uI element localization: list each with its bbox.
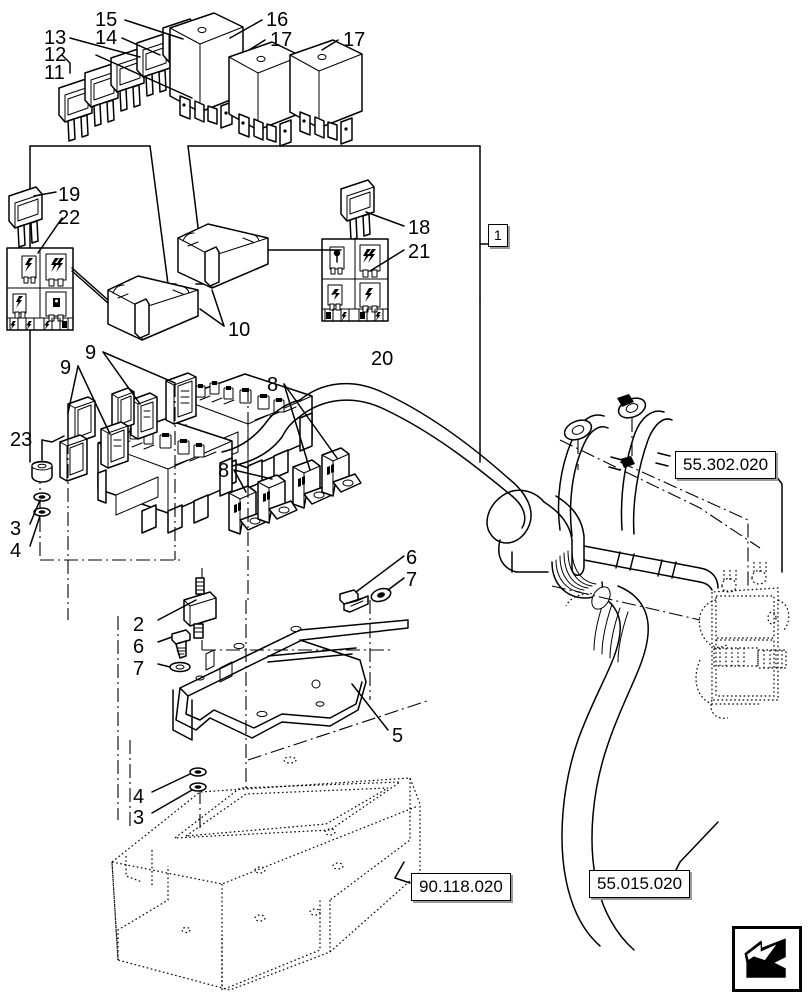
leader-lines-hardware-bottom	[151, 773, 193, 814]
leader-lines-8	[233, 383, 338, 493]
reference-box-90-118-020[interactable]: 90.118.020	[411, 873, 511, 901]
leader-lines-covers	[71, 249, 342, 327]
callout-5: 5	[392, 725, 404, 747]
pressure-switch-2	[183, 577, 217, 639]
callout-3-b: 3	[133, 807, 145, 829]
callout-23: 23	[10, 429, 33, 451]
connector-9-group	[59, 372, 197, 482]
callout-18: 18	[408, 217, 431, 239]
leader-lines-top	[61, 19, 339, 99]
reference-box-55-015-020[interactable]: 55.015.020	[589, 870, 691, 898]
fuse-panel-21	[321, 238, 389, 322]
callout-22: 22	[58, 207, 81, 229]
mounting-bracket-5	[172, 619, 409, 741]
callout-4-a: 4	[10, 540, 22, 562]
bolt-6-right	[339, 589, 369, 613]
fuse-18	[340, 179, 375, 241]
grommet-23	[31, 460, 53, 483]
callout-15: 15	[95, 9, 118, 31]
leader-lines-switch	[157, 599, 197, 668]
clamp-8-d	[321, 447, 362, 497]
callout-7-a: 7	[133, 658, 145, 680]
support-frame-90118020	[111, 756, 421, 991]
callout-8-b: 8	[218, 460, 230, 482]
callout-11: 11	[44, 62, 65, 84]
clamp-8-b	[257, 474, 298, 524]
callout-6-a: 6	[133, 636, 145, 658]
blade-fuse-11	[58, 78, 93, 142]
leader-lines-bolt-right	[355, 555, 405, 593]
relay-16	[169, 12, 244, 129]
callout-14: 14	[95, 27, 118, 49]
callout-3-a: 3	[10, 518, 22, 540]
callout-12: 12	[44, 44, 67, 66]
connector-9-f	[59, 434, 88, 482]
callout-2: 2	[133, 614, 145, 636]
clamp-8-group	[228, 447, 362, 535]
reference-box-55-302-020[interactable]: 55.302.020	[675, 451, 777, 479]
blade-fuse-12	[84, 63, 119, 127]
callout-4-b: 4	[133, 786, 145, 808]
fuse-panel-22	[6, 247, 74, 331]
relay-box-cover-lower	[107, 275, 199, 341]
connector-9-e	[67, 396, 96, 444]
fuse-19	[8, 186, 43, 248]
leader-lines-right-panel	[365, 211, 405, 272]
hydraulic-valve-assembly	[695, 560, 790, 719]
connector-9-a	[165, 372, 197, 425]
relay-17-a	[228, 41, 302, 147]
callout-6-b: 6	[406, 547, 418, 569]
callout-13: 13	[44, 27, 67, 49]
callout-9-b: 9	[60, 357, 72, 379]
callout-16: 16	[266, 9, 289, 31]
wiring-harness-20	[221, 382, 719, 951]
bolt-6-left	[171, 629, 191, 659]
callout-7-b: 7	[406, 569, 418, 591]
leader-lines-bracket	[351, 683, 389, 731]
connector-9-b	[130, 392, 158, 440]
leader-lines-references	[393, 467, 783, 884]
callout-9-a: 9	[85, 342, 97, 364]
view-direction-arrow-icon	[732, 926, 802, 992]
leader-lines-9	[67, 351, 176, 435]
fuse-block-lower	[97, 418, 233, 534]
washer-4-bottom	[189, 767, 207, 777]
callout-17-b: 17	[343, 29, 366, 51]
assembly-item-box-1: 1	[488, 224, 508, 247]
projection-lines	[39, 383, 761, 830]
callout-17-a: 17	[270, 29, 293, 51]
leader-lines-left-panel	[33, 191, 63, 254]
washer-7-right	[370, 587, 392, 603]
washer-4	[33, 507, 51, 517]
callout-10: 10	[228, 319, 251, 341]
callout-8-a: 8	[267, 374, 279, 396]
leader-lines-hardware-left	[29, 435, 65, 547]
relay-17-b	[289, 39, 363, 145]
connector-9-d	[100, 421, 129, 469]
washer-7-left	[169, 661, 191, 673]
washer-3	[33, 492, 51, 502]
callout-20: 20	[371, 348, 394, 370]
callout-19: 19	[58, 184, 81, 206]
relay-box-cover-upper	[177, 223, 269, 289]
washer-3-bottom	[189, 782, 207, 792]
callout-21: 21	[408, 241, 431, 263]
